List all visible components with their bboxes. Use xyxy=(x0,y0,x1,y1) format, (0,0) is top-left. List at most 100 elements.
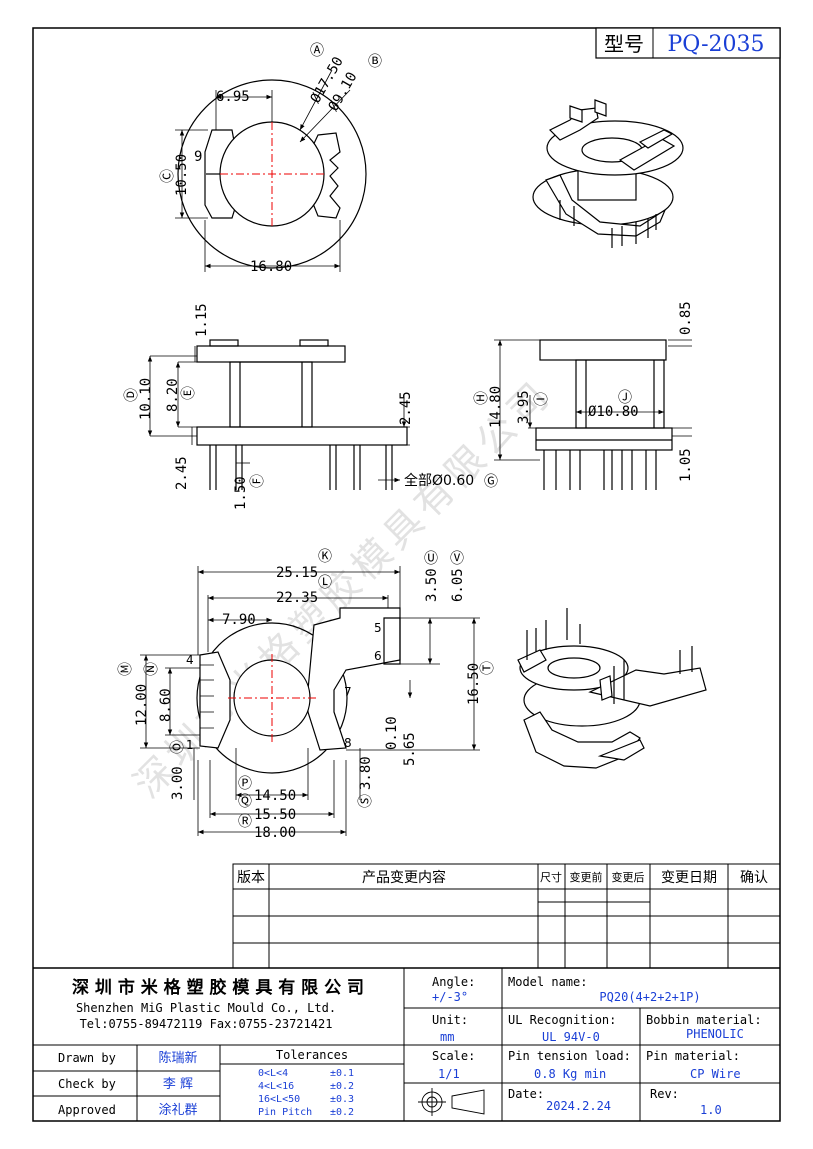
callout-e: Ⓔ xyxy=(181,386,197,400)
model-label: 型号 xyxy=(604,32,644,56)
dim-16-50: 16.50 xyxy=(466,663,482,705)
pin-9-label: 9 xyxy=(194,149,202,165)
pin-6: 6 xyxy=(374,649,382,663)
callout-q: Ⓠ xyxy=(238,794,252,810)
model-name-value: PQ20(4+2+2+1P) xyxy=(599,990,700,1004)
title-block xyxy=(33,967,780,1121)
bobbin-material-value: PHENOLIC xyxy=(686,1027,744,1041)
check-by-name: 李 辉 xyxy=(163,1077,193,1092)
tol-value-3: ±0.3 xyxy=(330,1094,354,1105)
dim-3-50: 3.50 xyxy=(424,568,440,602)
check-by-label: Check by xyxy=(58,1077,116,1091)
dim-6-95: 6.95 xyxy=(216,89,250,105)
dim-16-80: 16.80 xyxy=(250,259,292,275)
dim-1-05: 1.05 xyxy=(678,448,694,482)
unit-label: Unit: xyxy=(432,1013,468,1027)
approved-label: Approved xyxy=(58,1103,116,1117)
callout-j: Ⓙ xyxy=(618,390,632,406)
scale-value: 1/1 xyxy=(438,1067,460,1081)
tol-value-4: ±0.2 xyxy=(330,1107,354,1118)
sheet-border xyxy=(32,27,781,1122)
title-block-text: 深 圳 市 米 格 塑 胶 模 具 有 限 公 司 Shenzhen MiG P… xyxy=(58,975,762,1118)
callout-v: Ⓥ xyxy=(450,551,464,567)
angle-label: Angle: xyxy=(432,975,475,989)
side-view xyxy=(494,339,692,490)
callout-m: Ⓜ xyxy=(118,662,134,676)
dim-2-45-left: 2.45 xyxy=(174,456,190,490)
tol-value-2: ±0.2 xyxy=(330,1081,354,1092)
callout-h: Ⓗ xyxy=(474,391,490,405)
dim-7-90: 7.90 xyxy=(222,612,256,628)
dim-25-15: 25.15 xyxy=(276,565,318,581)
callout-n: Ⓝ xyxy=(144,662,160,676)
date-label: Date: xyxy=(508,1087,544,1101)
dim-8-20: 8.20 xyxy=(165,378,181,412)
callout-a: Ⓐ xyxy=(310,43,324,59)
dim-6-05: 6.05 xyxy=(450,568,466,602)
dim-8-60: 8.60 xyxy=(158,688,174,722)
dim-3-00: 3.00 xyxy=(170,766,186,800)
dim-3-80: 3.80 xyxy=(358,756,374,790)
company-contact: Tel:0755-89472119 Fax:0755-23721421 xyxy=(80,1017,333,1031)
tol-range-3: 16<L<50 xyxy=(258,1094,300,1105)
unit-value: mm xyxy=(440,1030,454,1044)
top-view xyxy=(175,69,367,272)
pin-8: 8 xyxy=(344,736,352,750)
bottom-view-labels: 25.15 Ⓚ 22.35 Ⓛ 7.90 3.50 Ⓤ 6.05 Ⓥ 16.50… xyxy=(118,549,496,841)
callout-s: Ⓢ xyxy=(358,794,374,808)
core-body xyxy=(229,361,313,428)
dim-1-50: 1.50 xyxy=(233,476,249,510)
pin-5: 5 xyxy=(374,621,382,635)
dim-10-10: 10.10 xyxy=(138,378,154,420)
change-table-headers: 版本 产品变更内容 尺寸 变更前 变更后 变更日期 确认 xyxy=(237,869,768,886)
pin-1: 1 xyxy=(186,738,194,752)
company-name-en: Shenzhen MiG Plastic Mould Co., Ltd. xyxy=(76,1001,336,1015)
tolerances-title: Tolerances xyxy=(276,1048,348,1062)
callout-c: Ⓒ xyxy=(160,169,176,183)
callout-l: Ⓛ xyxy=(318,575,332,591)
tol-range-4: Pin Pitch xyxy=(258,1107,312,1118)
date-value: 2024.2.24 xyxy=(546,1099,611,1113)
header-date: 变更日期 xyxy=(661,870,717,886)
callout-u: Ⓤ xyxy=(424,551,438,567)
bottom-flange xyxy=(196,426,408,446)
rev-value: 1.0 xyxy=(700,1103,722,1117)
approved-name: 涂礼群 xyxy=(158,1102,197,1118)
rev-label: Rev: xyxy=(650,1087,679,1101)
dim-all-pin: 全部Ø0.60 xyxy=(404,472,474,489)
bottom-view xyxy=(140,566,480,836)
model-number: PQ-2035 xyxy=(667,32,764,57)
callout-i: Ⓘ xyxy=(534,392,550,406)
pin-tension-label: Pin tension load: xyxy=(508,1049,631,1063)
iso-view-bottom xyxy=(517,608,707,769)
side-view-labels: 0.85 14.80 Ⓗ 3.95 Ⓘ Ø10.80 Ⓙ 1.05 xyxy=(474,301,694,482)
tol-value-1: ±0.1 xyxy=(330,1068,354,1079)
callout-d: Ⓓ xyxy=(124,388,140,402)
model-title-box: 型号 PQ-2035 xyxy=(595,27,781,59)
header-after: 变更后 xyxy=(612,870,645,884)
header-version: 版本 xyxy=(237,870,265,886)
callout-p: Ⓟ xyxy=(238,776,252,792)
front-view xyxy=(147,339,410,490)
change-table xyxy=(232,863,781,969)
callout-g: Ⓖ xyxy=(484,474,498,490)
header-content: 产品变更内容 xyxy=(362,869,446,886)
ul-value: UL 94V-0 xyxy=(542,1030,600,1044)
callout-r: Ⓡ xyxy=(238,814,252,830)
angle-value: +/-3° xyxy=(432,990,468,1004)
dim-1-15: 1.15 xyxy=(194,303,210,337)
tol-range-1: 0<L<4 xyxy=(258,1068,288,1079)
header-before: 变更前 xyxy=(570,870,603,884)
dim-12-00: 12.00 xyxy=(134,684,150,726)
dim-0-85: 0.85 xyxy=(678,301,694,335)
projection-symbol xyxy=(418,1088,485,1116)
pin-material-label: Pin material: xyxy=(646,1049,740,1063)
dim-d10-80: Ø10.80 xyxy=(588,404,639,420)
model-name-label: Model name: xyxy=(508,975,587,989)
callout-k: Ⓚ xyxy=(318,549,332,565)
dim-18-00: 18.00 xyxy=(254,825,296,841)
scale-label: Scale: xyxy=(432,1049,475,1063)
tol-range-2: 4<L<16 xyxy=(258,1081,294,1092)
pin-material-value: CP Wire xyxy=(690,1067,741,1081)
